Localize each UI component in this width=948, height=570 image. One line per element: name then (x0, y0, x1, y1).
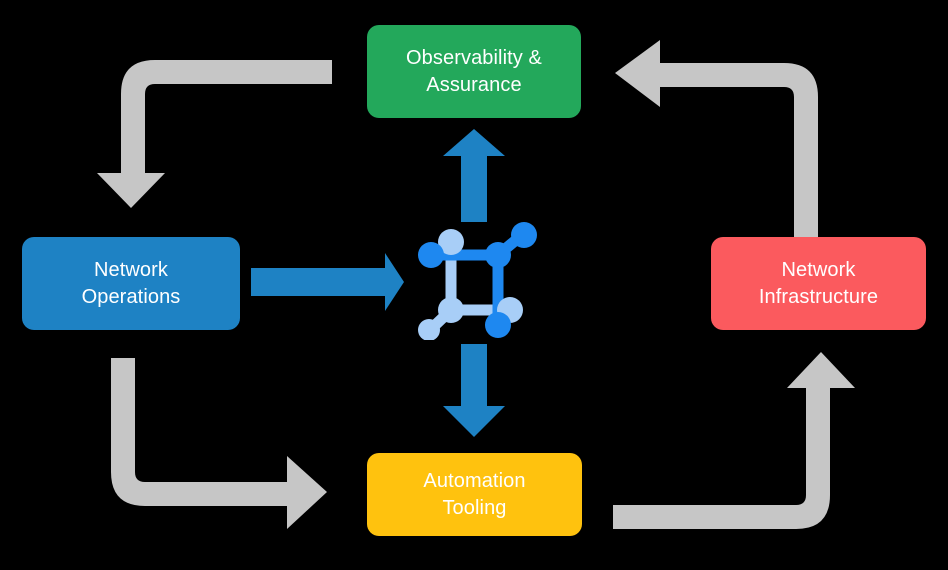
connector-observability-to-operations (97, 60, 332, 208)
connector-center-to-observability (443, 129, 505, 222)
connector-operations-to-automation (111, 358, 327, 529)
connector-center-to-automation (443, 344, 505, 437)
connector-infrastructure-to-observability (615, 40, 818, 250)
node-network-infrastructure-label: Network Infrastructure (758, 259, 879, 308)
node-network-infrastructure[interactable]: Network Infrastructure (711, 237, 926, 330)
connector-automation-to-infrastructure (613, 352, 855, 529)
topology-nodes-primary (418, 222, 537, 338)
node-network-operations-label: Network Operations (81, 259, 181, 308)
node-automation-tooling-label: Automation Tooling (423, 470, 526, 519)
node-automation-tooling[interactable]: Automation Tooling (367, 453, 582, 536)
node-observability-label: Observability & Assurance (406, 47, 542, 96)
network-topology-icon (418, 222, 537, 340)
node-network-operations[interactable]: Network Operations (22, 237, 240, 330)
node-observability-assurance[interactable]: Observability & Assurance (367, 25, 581, 118)
connector-operations-to-center (251, 253, 404, 311)
